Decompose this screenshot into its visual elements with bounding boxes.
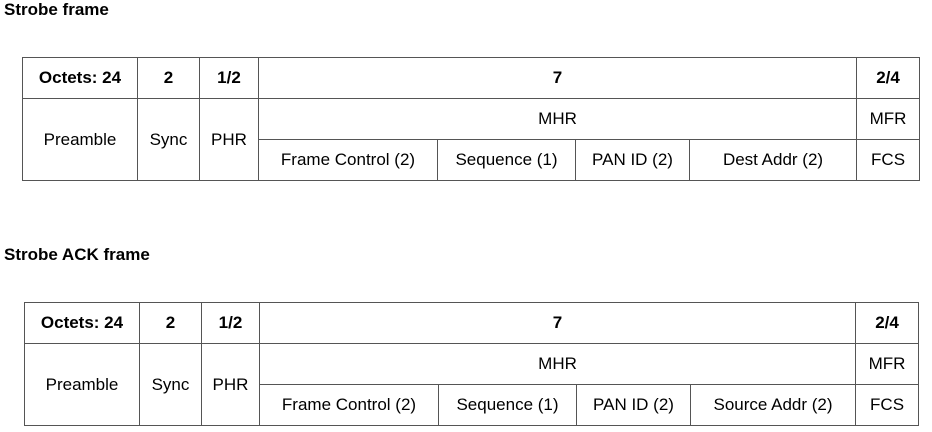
phr-cell: PHR [199,98,259,181]
strobe-frame-table: Octets: 24 2 1/2 7 2/4 Preamble Sync PHR… [22,57,921,181]
strobe-frame-title: Strobe frame [4,0,109,19]
mhr-cell: MHR [258,343,857,385]
octets-mfr: 2/4 [855,302,920,344]
sync-cell: Sync [137,98,200,181]
dest-addr-field: Dest Addr (2) [688,139,858,181]
preamble-cell: Preamble [22,98,138,181]
octets-phr: 1/2 [199,57,259,99]
source-addr-field: Source Addr (2) [689,384,857,426]
octets-mhr: 7 [257,57,858,99]
octets-label: Octets: 24 [24,302,140,344]
strobe-ack-frame-title: Strobe ACK frame [4,245,150,264]
sequence-field: Sequence (1) [437,139,576,181]
sync-cell: Sync [139,343,202,426]
mhr-cell: MHR [257,98,858,140]
phr-cell: PHR [201,343,260,426]
pan-id-field: PAN ID (2) [576,384,691,426]
octets-mhr: 7 [258,302,857,344]
fcs-cell: FCS [856,139,921,181]
mfr-cell: MFR [856,98,921,140]
octets-label: Octets: 24 [22,57,138,99]
mfr-cell: MFR [855,343,920,385]
octets-mfr: 2/4 [856,57,921,99]
octets-phr: 1/2 [201,302,260,344]
frame-control-field: Frame Control (2) [259,384,439,426]
sequence-field: Sequence (1) [438,384,577,426]
octets-sync: 2 [139,302,202,344]
strobe-ack-frame-table: Octets: 24 2 1/2 7 2/4 Preamble Sync PHR… [24,302,920,426]
octets-sync: 2 [137,57,200,99]
preamble-cell: Preamble [24,343,140,426]
pan-id-field: PAN ID (2) [575,139,690,181]
frame-control-field: Frame Control (2) [258,139,438,181]
fcs-cell: FCS [855,384,920,426]
